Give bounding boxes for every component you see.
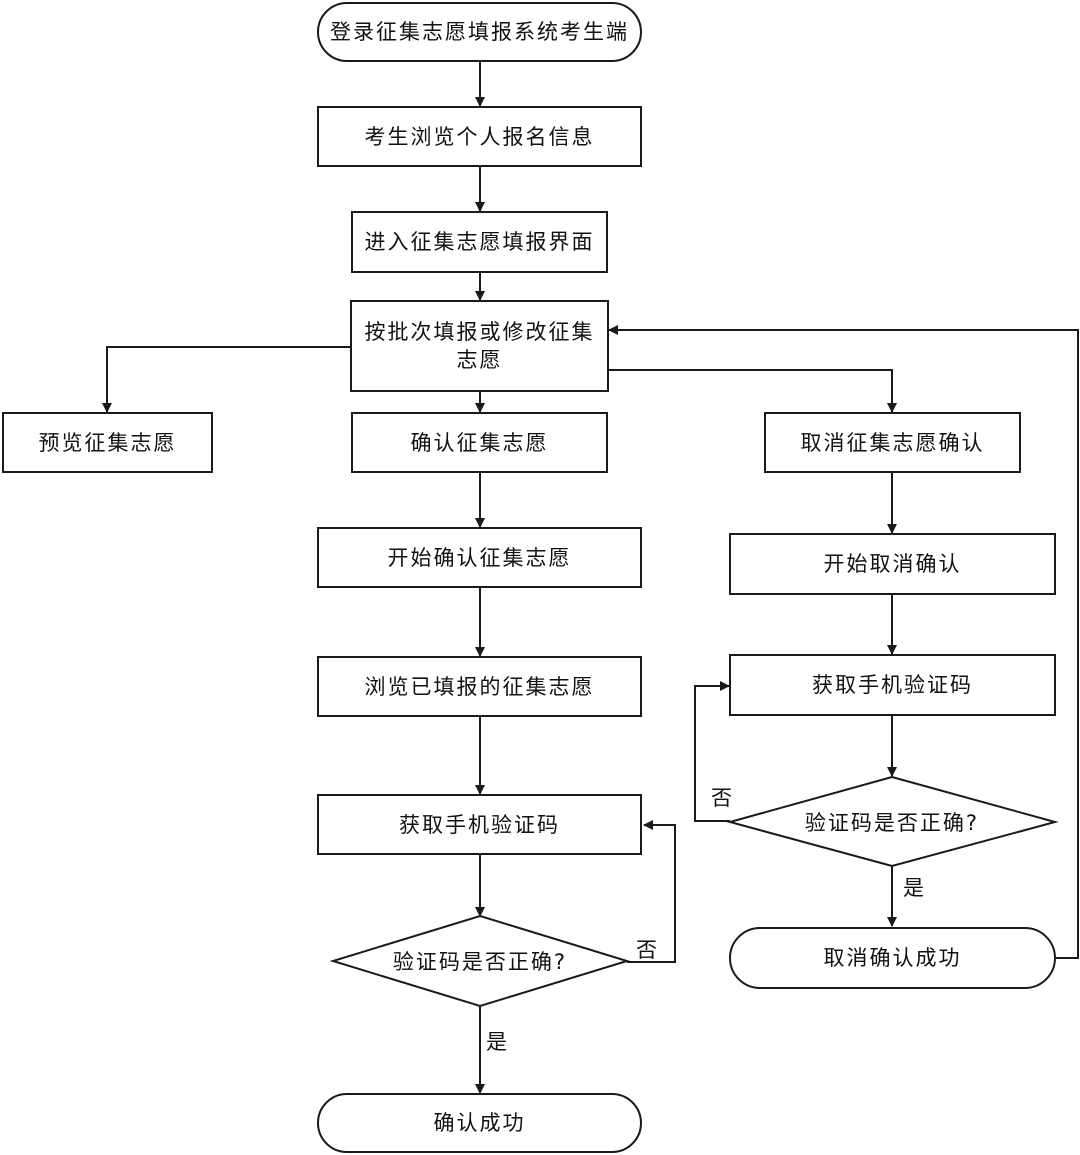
- node-confirm: 确认征集志愿: [351, 412, 608, 473]
- node-cancel-confirm: 取消征集志愿确认: [764, 412, 1021, 473]
- arrow-fill-to-cancel: [608, 369, 897, 413]
- node-browse-filled: 浏览已填报的征集志愿: [317, 656, 642, 717]
- decision-diamond-left: [329, 914, 631, 1008]
- node-preview: 预览征集志愿: [2, 412, 213, 473]
- arrow-check-right-no: [694, 681, 730, 822]
- arrow-fill-to-preview: [102, 346, 350, 413]
- node-get-code-left: 获取手机验证码: [317, 794, 642, 855]
- arrow-success-right-loop: [608, 325, 1079, 959]
- node-start-cancel: 开始取消确认: [729, 533, 1056, 595]
- node-fill-modify: 按批次填报或修改征集志愿: [350, 300, 609, 392]
- arrow-check-left-no: [627, 820, 676, 963]
- node-check-right: 验证码是否正确?: [804, 811, 980, 835]
- node-check-left: 验证码是否正确?: [392, 950, 568, 974]
- node-enter-fill: 进入征集志愿填报界面: [351, 211, 608, 273]
- node-success-right: 取消确认成功: [729, 927, 1056, 989]
- decision-diamond-right: [726, 775, 1059, 868]
- node-start-confirm: 开始确认征集志愿: [317, 527, 642, 588]
- node-browse-info: 考生浏览个人报名信息: [317, 106, 642, 167]
- edge-label-right-no: 否: [711, 786, 732, 810]
- edge-label-right-yes: 是: [903, 876, 924, 900]
- edge-label-left-yes: 是: [486, 1030, 507, 1054]
- node-login: 登录征集志愿填报系统考生端: [317, 2, 642, 62]
- edge-label-left-no: 否: [636, 938, 657, 962]
- node-get-code-right: 获取手机验证码: [729, 654, 1056, 716]
- node-success-left: 确认成功: [317, 1093, 642, 1153]
